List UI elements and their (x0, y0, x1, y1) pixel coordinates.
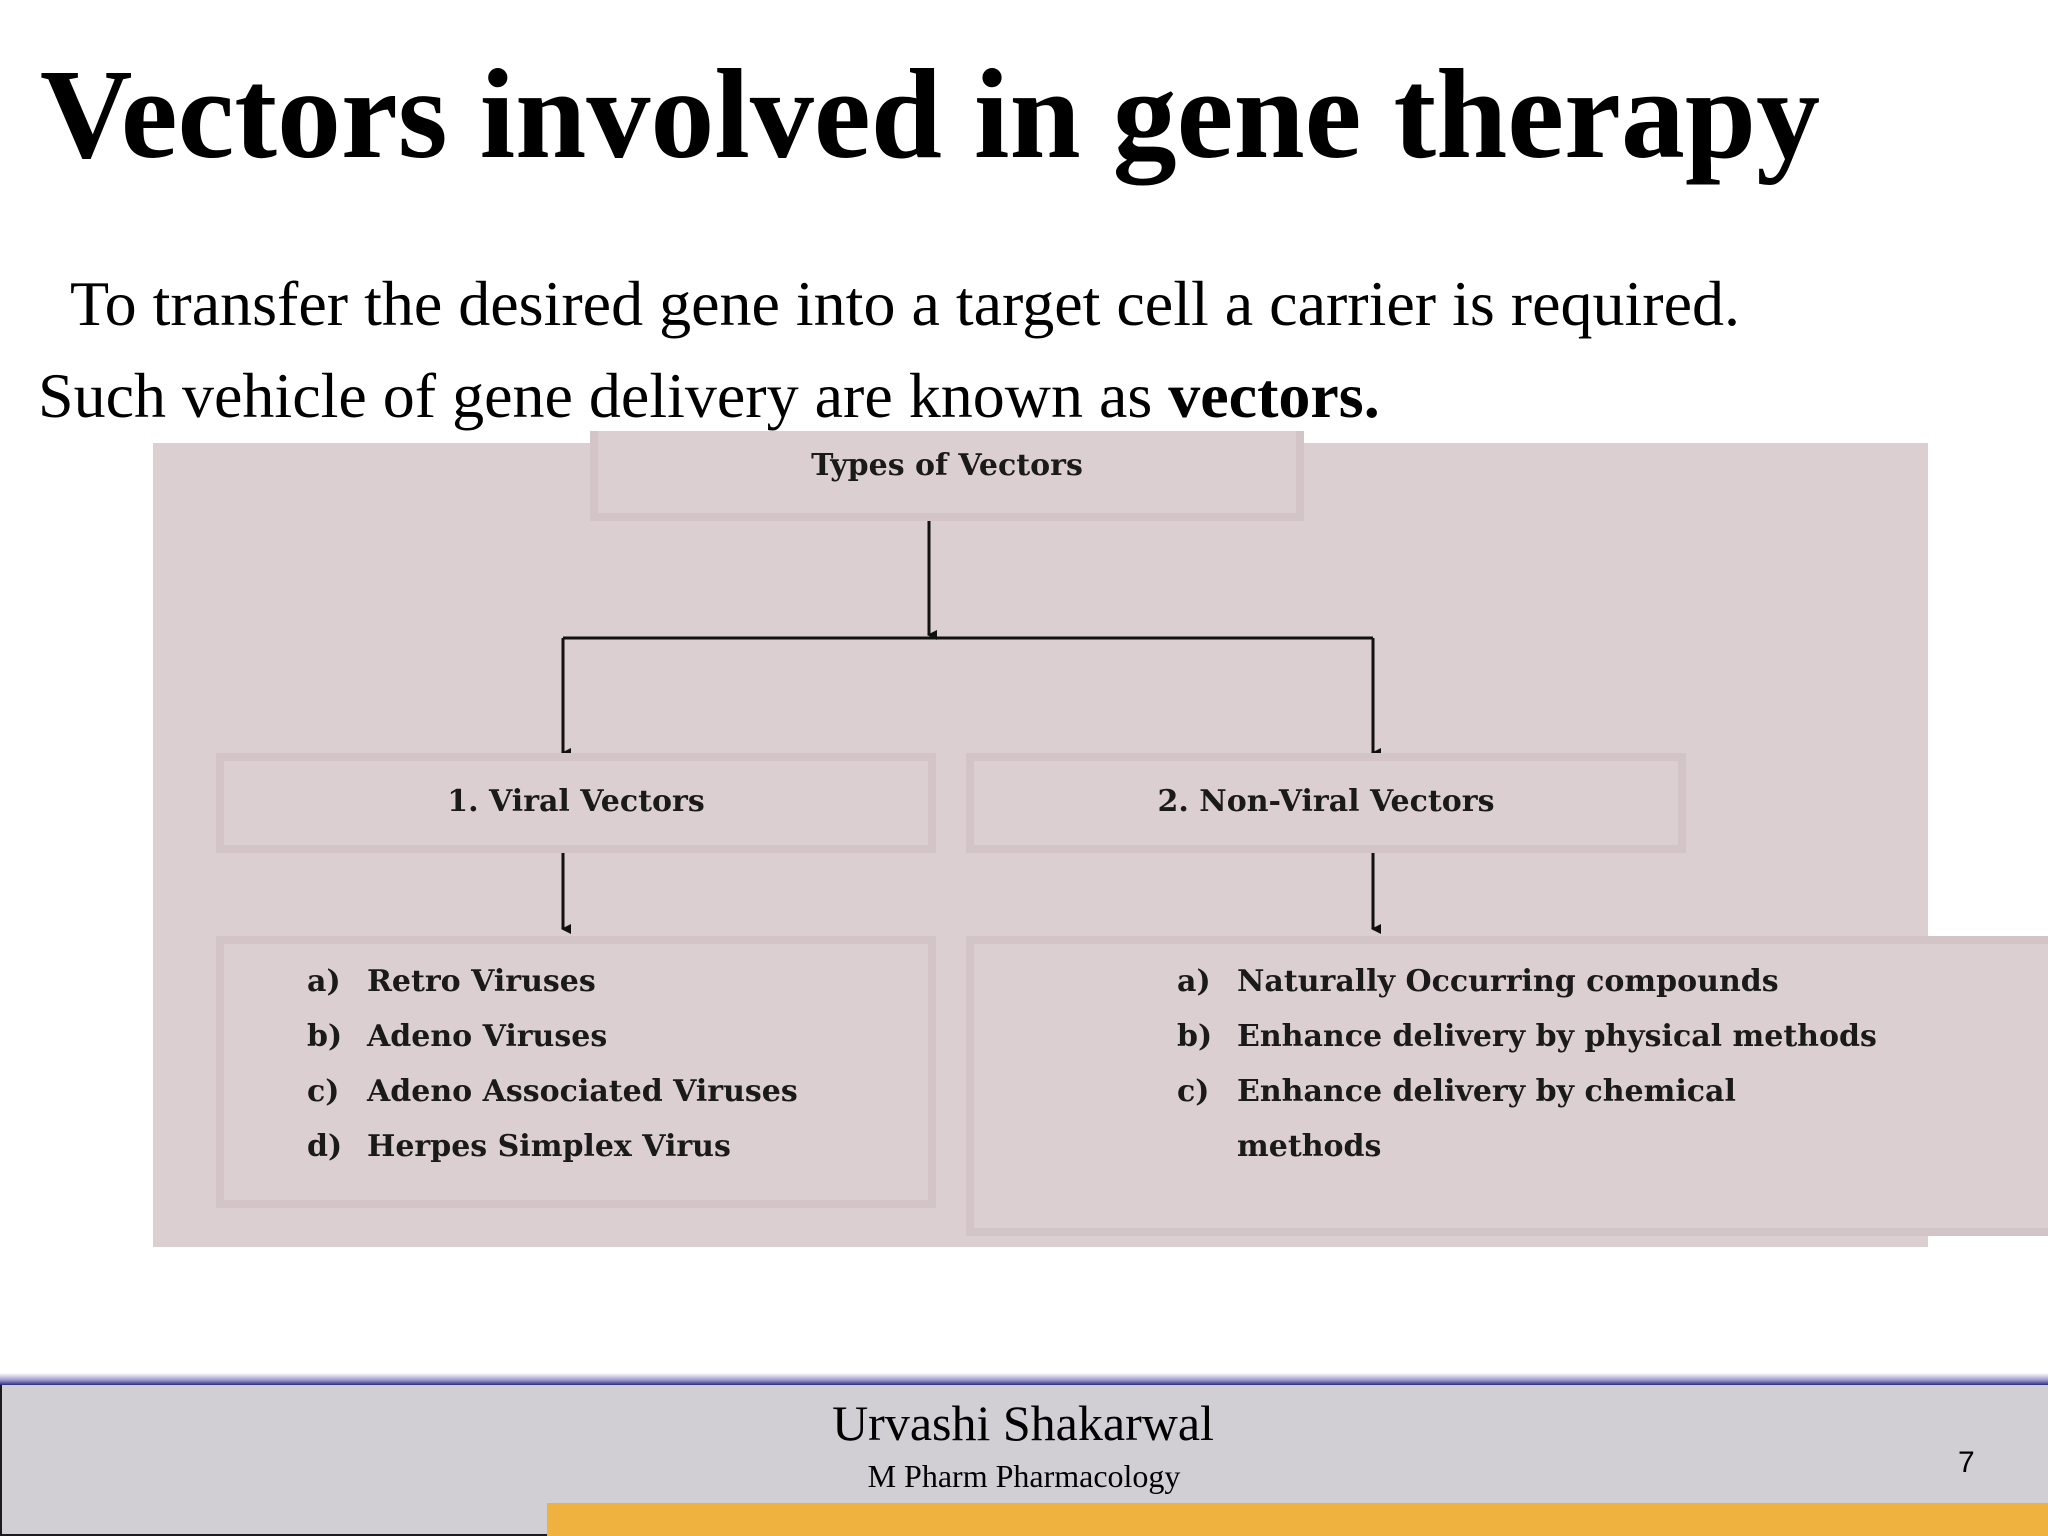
page-number: 7 (1958, 1446, 1975, 1479)
viral-vectors-list: a) Retro Viruses b) Adeno Viruses c) Ade… (307, 954, 907, 1174)
non-viral-vectors-label: 2. Non-Viral Vectors (1157, 784, 1495, 819)
list-item-text: Retro Viruses (367, 964, 596, 999)
author-name-text: Urvashi Shakarwal (832, 1395, 1214, 1451)
footer-accent-bar (547, 1503, 2048, 1536)
intro-line-2-text: Such vehicle of gene delivery are known … (38, 360, 1169, 431)
intro-line-2: Such vehicle of gene delivery are known … (38, 350, 2018, 442)
list-marker: d) (307, 1129, 343, 1164)
list-item: b) Enhance delivery by physical methods (1177, 1009, 1877, 1064)
vectors-term: vectors. (1168, 360, 1380, 431)
list-item: a) Naturally Occurring compounds (1177, 954, 1877, 1009)
vector-types-diagram: Types of Vectors 1. Viral Vectors 2. Non… (153, 431, 2048, 1247)
footer-gradient-line (0, 1373, 2048, 1385)
root-node-label: Types of Vectors (811, 448, 1083, 483)
slide-title: Vectors involved in gene therapy (40, 43, 1821, 185)
list-item: c) Enhance delivery by chemical methods (1177, 1064, 1877, 1174)
non-viral-vectors-list-box: a) Naturally Occurring compounds b) Enha… (966, 936, 2048, 1236)
list-marker: a) (1177, 964, 1211, 999)
list-marker: b) (307, 1019, 343, 1054)
non-viral-vectors-box: 2. Non-Viral Vectors (966, 753, 1686, 853)
viral-vectors-box: 1. Viral Vectors (216, 753, 936, 853)
non-viral-vectors-list: a) Naturally Occurring compounds b) Enha… (1177, 954, 1877, 1174)
list-marker: c) (307, 1074, 340, 1109)
author-name: Urvashi Shakarwal (0, 1398, 2048, 1448)
viral-vectors-list-box: a) Retro Viruses b) Adeno Viruses c) Ade… (216, 936, 936, 1208)
list-item-text: Adeno Viruses (367, 1019, 608, 1054)
list-marker: c) (1177, 1074, 1210, 1109)
list-item-text: Enhance delivery by physical methods (1237, 1019, 1877, 1054)
list-item-text: Enhance delivery by chemical methods (1237, 1074, 1736, 1164)
diagram-connectors (561, 521, 1381, 934)
intro-line-1: To transfer the desired gene into a targ… (70, 268, 1740, 339)
list-item-text: Adeno Associated Viruses (367, 1074, 798, 1109)
list-item-text: Naturally Occurring compounds (1237, 964, 1779, 999)
viral-vectors-label: 1. Viral Vectors (447, 784, 705, 819)
list-item-text: Herpes Simplex Virus (367, 1129, 731, 1164)
list-item: d) Herpes Simplex Virus (307, 1119, 907, 1174)
root-node-box: Types of Vectors (590, 431, 1304, 521)
list-item: b) Adeno Viruses (307, 1009, 907, 1064)
list-item: a) Retro Viruses (307, 954, 907, 1009)
list-marker: b) (1177, 1019, 1213, 1054)
list-item: c) Adeno Associated Viruses (307, 1064, 907, 1119)
list-marker: a) (307, 964, 341, 999)
intro-text: To transfer the desired gene into a targ… (38, 258, 2018, 442)
author-role: M Pharm Pharmacology (867, 1458, 1181, 1494)
